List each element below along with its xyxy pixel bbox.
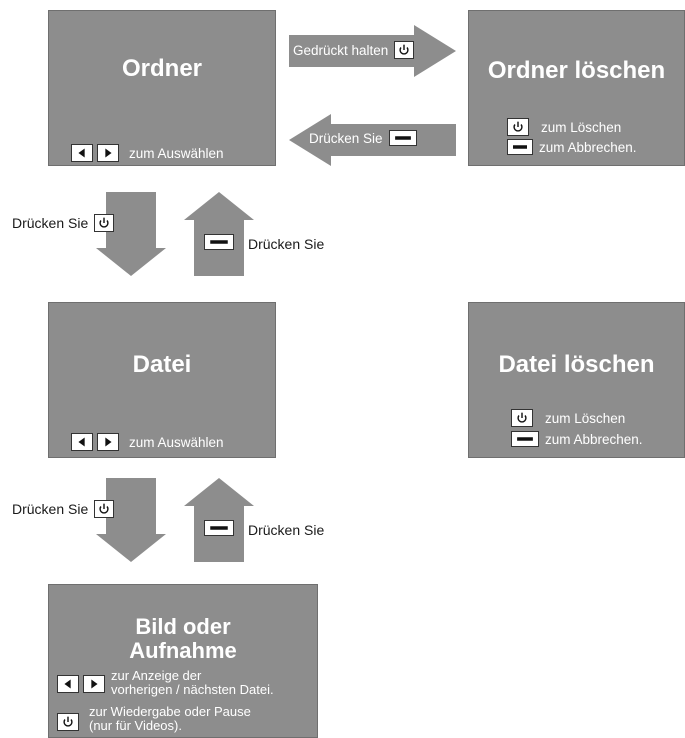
power-icon [511,409,533,427]
cancel-hint: zum Abbrechen. [511,431,643,447]
right-triangle-icon [97,144,119,162]
cancel-hint-text: zum Abbrechen. [539,139,637,155]
power-icon [394,41,415,59]
arrow-down-ordner-to-datei [96,192,166,276]
down2-label-text: Drücken Sie [12,501,89,517]
delete-hint: zum Löschen [511,409,625,427]
left-triangle-icon [71,144,93,162]
play-hint: zur Wiedergabe oder Pause (nur für Video… [57,705,251,733]
screen-title: Datei löschen [498,351,655,378]
minus-icon [204,234,234,250]
up2-label-text: Drücken Sie [248,522,325,538]
screen-title-line1: Bild oder [135,614,231,639]
arrow-hold-power-label: Gedrückt halten [293,41,415,59]
minus-icon [388,130,417,146]
delete-hint: zum Löschen [507,118,621,136]
power-icon [94,500,115,518]
cancel-hint: zum Abbrechen. [507,139,637,155]
power-icon [507,118,529,136]
play-hint-text: zur Wiedergabe oder Pause (nur für Video… [89,705,251,733]
select-hint: zum Auswählen [71,433,224,451]
screen-title: Datei [132,351,192,378]
screen-datei-loeschen: Datei löschen zum Löschen zum Abbrechen. [468,302,685,458]
nav-hint-text: zur Anzeige der vorherigen / nächsten Da… [111,669,274,697]
screen-title: Ordner [121,55,202,82]
arrow-hold-power: Gedrückt halten [289,25,456,77]
left-triangle-icon [57,675,79,693]
screen-ordner-loeschen: Ordner löschen zum Löschen zum Abbrechen… [468,10,685,166]
arrow-up-datei-to-ordner [184,192,254,276]
up1-label-text: Drücken Sie [248,236,325,252]
right-triangle-icon [83,675,105,693]
delete-hint-text: zum Löschen [541,119,622,135]
arrow-down-datei-to-bild [96,478,166,562]
play-hint-line1: zur Wiedergabe oder Pause [89,704,251,719]
right-triangle-icon [97,433,119,451]
nav-hint-line1: zur Anzeige der [111,668,202,683]
arrow-press-minus-label: Drücken Sie [309,130,417,146]
select-hint-text: zum Auswählen [129,145,224,161]
minus-icon [511,431,539,447]
screen-bild-oder-aufnahme: Bild oder Aufnahme zur Anzeige der vorhe… [48,584,318,738]
play-hint-line2: (nur für Videos). [89,718,182,733]
cancel-hint-text: zum Abbrechen. [545,431,643,447]
nav-hint-line2: vorherigen / nächsten Datei. [111,682,274,697]
delete-hint-text: zum Löschen [545,410,626,426]
left-triangle-icon [71,433,93,451]
arrow-press-minus-back: Drücken Sie [289,114,456,166]
hold-label-text: Gedrückt halten [293,42,389,58]
press-label-text: Drücken Sie [309,130,383,146]
screen-title-line2: Aufnahme [129,638,237,663]
up1-label: Drücken Sie [248,236,324,252]
screen-ordner: Ordner zum Auswählen [48,10,276,166]
power-icon [57,713,79,731]
arrow-up-bild-to-datei [184,478,254,562]
power-icon [94,214,115,232]
screen-datei: Datei zum Auswählen [48,302,276,458]
nav-hint: zur Anzeige der vorherigen / nächsten Da… [57,669,274,697]
select-hint: zum Auswählen [71,144,224,162]
down2-label: Drücken Sie [12,500,115,518]
minus-icon [507,139,533,155]
down1-label: Drücken Sie [12,214,115,232]
down1-label-text: Drücken Sie [12,215,89,231]
screen-title: Ordner löschen [487,57,666,84]
minus-icon [204,520,234,536]
up2-label: Drücken Sie [248,522,324,538]
select-hint-text: zum Auswählen [129,434,224,450]
